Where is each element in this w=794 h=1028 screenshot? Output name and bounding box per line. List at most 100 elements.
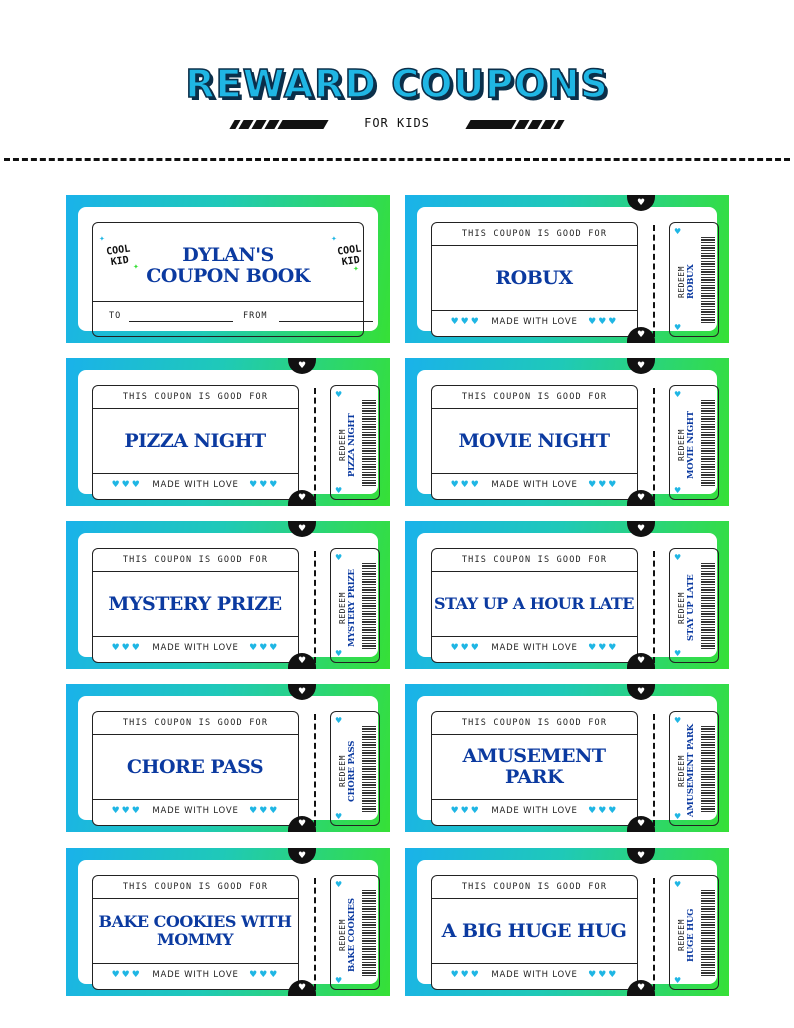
stub-reward-name: PIZZA NIGHT [346, 413, 357, 477]
good-for-label: THIS COUPON IS GOOD FOR [461, 882, 608, 892]
heart-icon: ♥♥♥ [450, 806, 481, 816]
notch-heart-icon: ♥ [627, 816, 655, 832]
perforation-line [314, 551, 316, 663]
notch-heart-icon: ♥ [627, 490, 655, 506]
redeem-label: REDEEM [676, 592, 686, 624]
heart-icon: ♥ [335, 716, 343, 725]
heart-icon: ♥♥♥ [450, 480, 481, 490]
heart-icon: ♥♥♥ [588, 317, 619, 327]
perforation-line [653, 225, 655, 337]
made-with-love-row: ♥♥♥ MADE WITH LOVE ♥♥♥ [93, 480, 298, 490]
heart-icon: ♥ [674, 227, 682, 236]
notch-heart-icon: ♥ [627, 521, 655, 537]
notch-heart-icon: ♥ [627, 358, 655, 374]
reward-coupon[interactable]: THIS COUPON IS GOOD FOR A BIG HUGE HUG ♥… [405, 848, 729, 996]
made-with-love-label: MADE WITH LOVE [152, 480, 239, 490]
stub-text: REDEEM CHORE PASS [334, 728, 360, 814]
reward-coupon[interactable]: THIS COUPON IS GOOD FOR PIZZA NIGHT ♥♥♥ … [66, 358, 390, 506]
to-field[interactable] [129, 321, 233, 322]
reward-title: ROBUX [495, 266, 573, 289]
heart-icon: ♥♥♥ [450, 317, 481, 327]
stub-reward-name: ROBUX [685, 264, 696, 300]
coupon-stub[interactable]: ♥ REDEEM BAKE COOKIES ♥ [330, 875, 380, 990]
reward-coupon[interactable]: THIS COUPON IS GOOD FOR CHORE PASS ♥♥♥ M… [66, 684, 390, 832]
barcode-icon [362, 890, 376, 976]
notch-heart-icon: ♥ [288, 684, 316, 700]
stub-text: REDEEM MOVIE NIGHT [673, 402, 699, 488]
notch-heart-icon: ♥ [288, 816, 316, 832]
coupon-card: THIS COUPON IS GOOD FOR BAKE COOKIES WIT… [78, 860, 380, 990]
heart-icon: ♥♥♥ [450, 643, 481, 653]
coupon-book-title: DYLAN'S COUPON BOOK [146, 244, 310, 287]
barcode-icon [701, 563, 715, 649]
stub-reward-name: HUGE HUG [685, 908, 696, 962]
reward-coupon[interactable]: THIS COUPON IS GOOD FOR STAY UP A HOUR L… [405, 521, 729, 669]
coupon-stub[interactable]: ♥ REDEEM STAY UP LATE ♥ [669, 548, 719, 663]
heart-icon: ♥ [674, 812, 682, 821]
dashed-divider [4, 158, 790, 161]
reward-coupon[interactable]: THIS COUPON IS GOOD FOR MOVIE NIGHT ♥♥♥ … [405, 358, 729, 506]
redeem-label: REDEEM [337, 592, 347, 624]
heart-icon: ♥♥♥ [249, 480, 280, 490]
coupon-card: THIS COUPON IS GOOD FOR MYSTERY PRIZE ♥♥… [78, 533, 380, 663]
stub-text: REDEEM BAKE COOKIES [334, 892, 360, 978]
reward-box: MYSTERY PRIZE [91, 571, 299, 637]
redeem-label: REDEEM [676, 266, 686, 298]
heart-icon: ♥♥♥ [111, 806, 142, 816]
reward-title: PIZZA NIGHT [124, 429, 266, 452]
coupon-card: THIS COUPON IS GOOD FOR AMUSEMENT PARK ♥… [417, 696, 719, 826]
stub-text: REDEEM STAY UP LATE [673, 565, 699, 651]
made-with-love-label: MADE WITH LOVE [491, 480, 578, 490]
made-with-love-row: ♥♥♥ MADE WITH LOVE ♥♥♥ [93, 806, 298, 816]
notch-heart-icon: ♥ [288, 358, 316, 374]
reward-coupon[interactable]: THIS COUPON IS GOOD FOR MYSTERY PRIZE ♥♥… [66, 521, 390, 669]
coupon-main: THIS COUPON IS GOOD FOR PIZZA NIGHT ♥♥♥ … [91, 385, 299, 500]
reward-title: STAY UP A HOUR LATE [434, 594, 635, 613]
coupon-card: THIS COUPON IS GOOD FOR STAY UP A HOUR L… [417, 533, 719, 663]
heart-icon: ♥♥♥ [588, 806, 619, 816]
heart-icon: ♥ [335, 486, 343, 495]
sparkle-icon: ✦ [331, 235, 337, 243]
stub-reward-name: BAKE COOKIES [346, 898, 357, 972]
coupon-stub[interactable]: ♥ REDEEM MOVIE NIGHT ♥ [669, 385, 719, 500]
heart-icon: ♥ [335, 976, 343, 985]
reward-coupon[interactable]: THIS COUPON IS GOOD FOR ROBUX ♥♥♥ MADE W… [405, 195, 729, 343]
coupon-main: THIS COUPON IS GOOD FOR AMUSEMENT PARK ♥… [430, 711, 638, 826]
coupon-card: THIS COUPON IS GOOD FOR MOVIE NIGHT ♥♥♥ … [417, 370, 719, 500]
good-for-label: THIS COUPON IS GOOD FOR [122, 882, 269, 892]
coupon-stub[interactable]: ♥ REDEEM MYSTERY PRIZE ♥ [330, 548, 380, 663]
stub-text: REDEEM AMUSEMENT PARK [673, 724, 699, 818]
coupon-stub[interactable]: ♥ REDEEM PIZZA NIGHT ♥ [330, 385, 380, 500]
heart-icon: ♥ [674, 976, 682, 985]
reward-coupon[interactable]: THIS COUPON IS GOOD FOR AMUSEMENT PARK ♥… [405, 684, 729, 832]
reward-box: BAKE COOKIES WITH MOMMY [91, 898, 299, 964]
from-field[interactable] [279, 321, 373, 322]
notch-heart-icon: ♥ [288, 980, 316, 996]
coupon-main: THIS COUPON IS GOOD FOR MYSTERY PRIZE ♥♥… [91, 548, 299, 663]
stub-text: REDEEM MYSTERY PRIZE [334, 565, 360, 651]
coupon-stub[interactable]: ♥ REDEEM ROBUX ♥ [669, 222, 719, 337]
coupon-stub[interactable]: ♥ REDEEM HUGE HUG ♥ [669, 875, 719, 990]
page-title: REWARD COUPONS [185, 61, 609, 107]
barcode-icon [701, 237, 715, 323]
perforation-line [314, 878, 316, 990]
heart-icon: ♥ [674, 553, 682, 562]
stub-reward-name: CHORE PASS [346, 740, 357, 802]
made-with-love-row: ♥♥♥ MADE WITH LOVE ♥♥♥ [432, 317, 637, 327]
redeem-label: REDEEM [337, 919, 347, 951]
reward-coupon[interactable]: THIS COUPON IS GOOD FOR BAKE COOKIES WIT… [66, 848, 390, 996]
stub-text: REDEEM PIZZA NIGHT [334, 402, 360, 488]
coupon-stub[interactable]: ♥ REDEEM AMUSEMENT PARK ♥ [669, 711, 719, 826]
stub-reward-name: STAY UP LATE [685, 574, 696, 642]
from-label: FROM [243, 311, 268, 321]
reward-box: CHORE PASS [91, 734, 299, 800]
perforation-line [653, 714, 655, 826]
heart-icon: ♥ [674, 649, 682, 658]
coupon-main: THIS COUPON IS GOOD FOR STAY UP A HOUR L… [430, 548, 638, 663]
to-label: TO [109, 311, 122, 321]
stub-reward-name: AMUSEMENT PARK [685, 724, 696, 818]
coupon-stub[interactable]: ♥ REDEEM CHORE PASS ♥ [330, 711, 380, 826]
barcode-icon [362, 563, 376, 649]
